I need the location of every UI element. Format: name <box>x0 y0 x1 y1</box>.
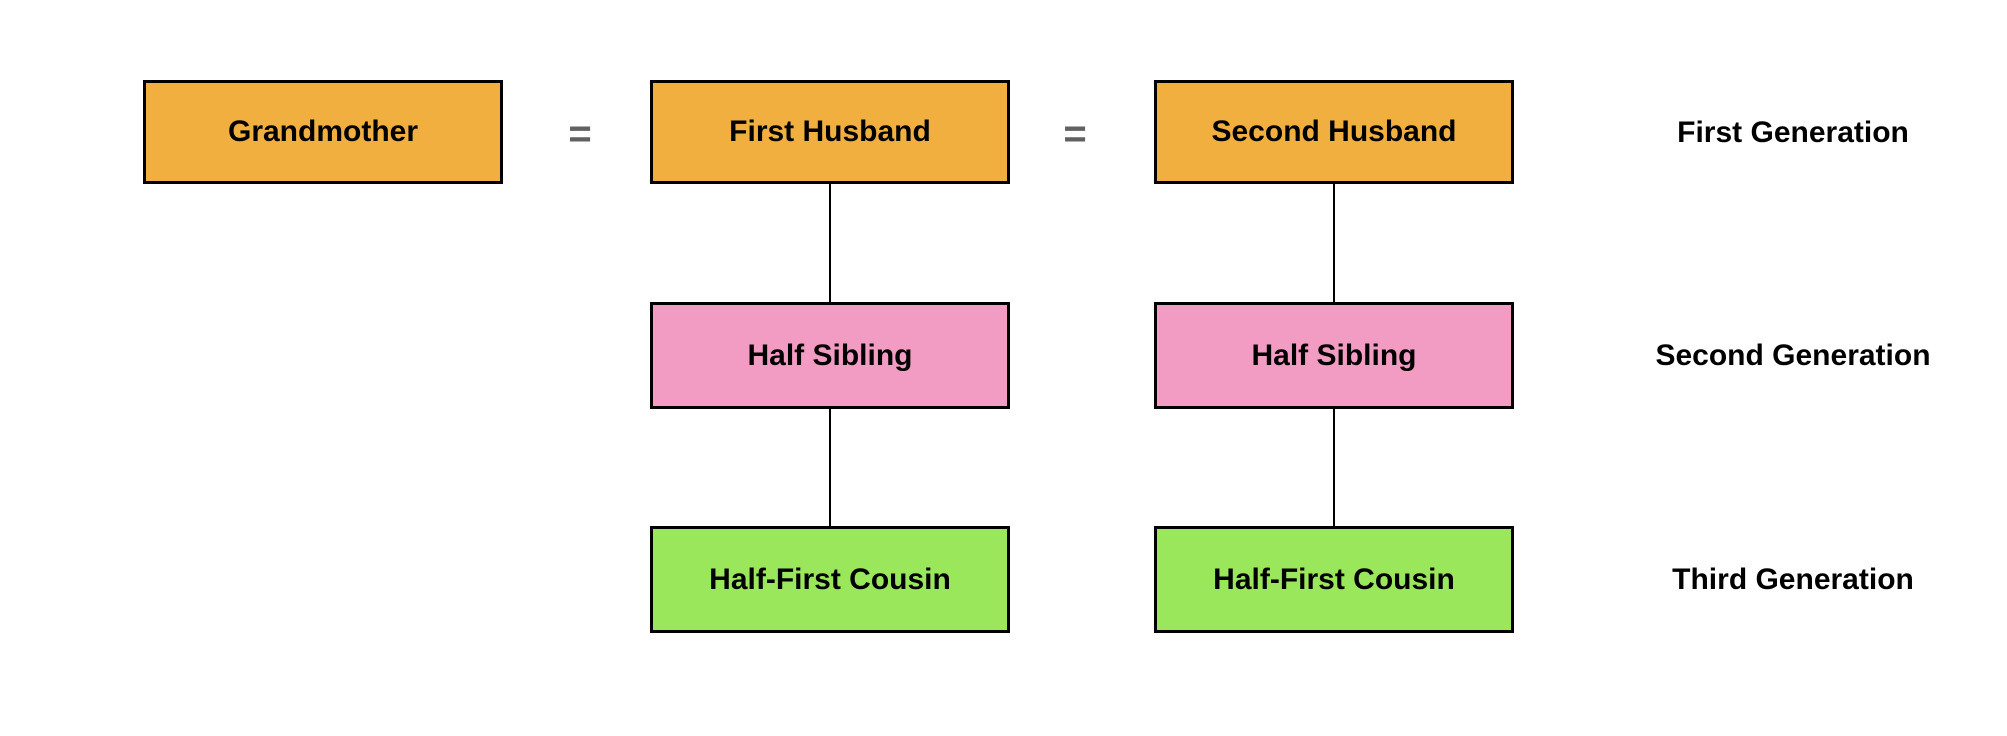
node-second-husband-label: Second Husband <box>1211 115 1457 148</box>
node-half-first-cousin-right-label: Half-First Cousin <box>1213 562 1455 596</box>
node-first-husband-label: First Husband <box>729 115 931 148</box>
node-half-sibling-right-label: Half Sibling <box>1251 338 1417 372</box>
node-grandmother-label: Grandmother <box>227 115 419 148</box>
node-half-sibling-left: Half Sibling <box>650 302 1010 409</box>
descent-line-first-husband-to-half-sibling <box>829 184 831 302</box>
descent-line-half-sibling-to-cousin-left <box>829 409 831 526</box>
node-half-sibling-right: Half Sibling <box>1154 302 1514 409</box>
node-half-first-cousin-left: Half-First Cousin <box>650 526 1010 633</box>
descent-line-half-sibling-to-cousin-right <box>1333 409 1335 526</box>
node-half-first-cousin-left-label: Half-First Cousin <box>709 562 951 596</box>
node-half-sibling-left-label: Half Sibling <box>747 338 913 372</box>
marriage-equals-sign: = <box>1063 112 1087 156</box>
generation-label-second: Second Generation <box>1655 339 1931 372</box>
node-first-husband: First Husband <box>650 80 1010 184</box>
marriage-equals-sign: = <box>568 112 592 156</box>
descent-line-second-husband-to-half-sibling <box>1333 184 1335 302</box>
generation-label-third: Third Generation <box>1672 563 1914 596</box>
node-second-husband: Second Husband <box>1154 80 1514 184</box>
node-half-first-cousin-right: Half-First Cousin <box>1154 526 1514 633</box>
node-grandmother: Grandmother <box>143 80 503 184</box>
generation-label-first: First Generation <box>1677 116 1909 149</box>
